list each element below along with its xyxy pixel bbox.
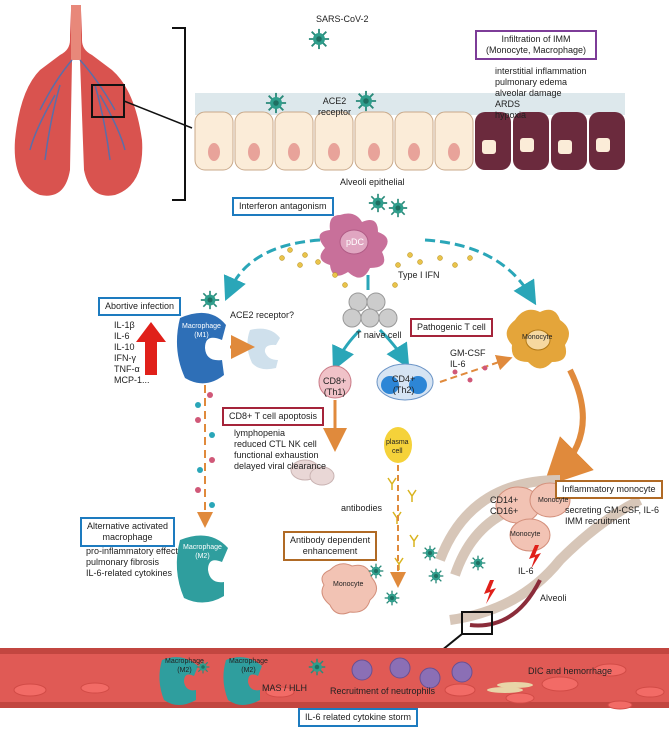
list-item: delayed viral clearance bbox=[234, 461, 327, 471]
gmcsf-line-1: GM-CSF bbox=[450, 348, 486, 358]
list-item: secreting GM-CSF, IL-6 bbox=[565, 505, 660, 515]
plasma-line-2: cell bbox=[392, 448, 403, 455]
alveoli-label: Alveoli bbox=[540, 593, 567, 603]
lungs-illustration bbox=[14, 5, 193, 196]
macrophage-m1 bbox=[176, 312, 226, 384]
list-item: functional exhaustion bbox=[234, 450, 319, 460]
interferon-antagonism-box: Interferon antagonism bbox=[232, 197, 334, 216]
alternative-macrophage-box: Alternative activated macrophage bbox=[80, 517, 176, 547]
pathogenic-t-cell-box: Pathogenic T cell bbox=[410, 318, 493, 337]
plasma-line-1: plasma bbox=[386, 439, 409, 446]
neutrophils-label: Recruitment of neutrophils bbox=[330, 686, 436, 696]
t-naive-label: T naive cell bbox=[356, 330, 402, 340]
ade-box: Antibody dependent enhancement bbox=[283, 531, 378, 561]
imm-box-line-2: (Monocyte, Macrophage) bbox=[485, 45, 587, 55]
macro-small-2-line-2: (M2) bbox=[241, 667, 256, 674]
epithelium-label: Alveoli epithelial bbox=[340, 177, 405, 187]
list-item: MCP-1... bbox=[114, 375, 150, 385]
cytokine-list: IL-1β IL-6 IL-10 IFN-γ TNF-α MCP-1... bbox=[114, 320, 150, 386]
monocyte-label-a: Monocyte bbox=[538, 497, 569, 504]
list-item: reduced CTL NK cell bbox=[234, 439, 317, 449]
list-item: pulmonary edema bbox=[495, 77, 568, 87]
list-item: alveolar damage bbox=[495, 88, 562, 98]
red-up-arrow bbox=[136, 322, 166, 375]
cd8-cell bbox=[318, 365, 352, 399]
macrophage-small-label-2: Macrophage (M2) bbox=[229, 657, 268, 675]
alt-box-line-1: Alternative activated bbox=[87, 521, 169, 531]
macrophage-m2 bbox=[176, 535, 228, 603]
list-item: lymphopenia bbox=[234, 428, 286, 438]
list-item: IL-1β bbox=[114, 320, 135, 330]
list-item: pulmonary fibrosis bbox=[86, 557, 160, 567]
antibodies-label: antibodies bbox=[341, 503, 383, 513]
t-naive-cells bbox=[342, 292, 398, 328]
ace2-receptor-label: ACE2 receptor bbox=[318, 96, 351, 118]
alt-box-line-2: macrophage bbox=[102, 532, 153, 542]
macro-small-1-line-2: (M2) bbox=[177, 667, 192, 674]
ade-box-line-1: Antibody dependent bbox=[290, 535, 371, 545]
macrophage-m2-label: Macrophage (M2) bbox=[183, 543, 222, 561]
m2-line-1: Macrophage bbox=[183, 544, 222, 551]
list-item: interstitial inflammation bbox=[495, 66, 587, 76]
cd4-line-2: (Th2) bbox=[392, 385, 415, 395]
monocyte-label: Monocyte bbox=[522, 334, 553, 341]
list-item: hypoxia bbox=[495, 110, 527, 120]
list-item: IMM recruitment bbox=[565, 516, 631, 526]
imm-infiltration-box: Infiltration of IMM (Monocyte, Macrophag… bbox=[475, 30, 597, 60]
list-item: IL-6-related cytokines bbox=[86, 568, 173, 578]
gmcsf-label: GM-CSF IL-6 bbox=[450, 348, 486, 370]
list-item: ARDS bbox=[495, 99, 521, 109]
sars-cov-2-label: SARS-CoV-2 bbox=[316, 14, 369, 24]
cytokine-storm-box: IL-6 related cytokine storm bbox=[298, 708, 419, 727]
inflammatory-monocyte-box: Inflammatory monocyte bbox=[555, 480, 663, 499]
cd8-label: CD8+ (Th1) bbox=[323, 376, 346, 398]
imm-effects-list: interstitial inflammation pulmonary edem… bbox=[495, 66, 587, 121]
abortive-infection-box: Abortive infection bbox=[98, 297, 182, 316]
plasma-cell bbox=[384, 427, 412, 463]
list-item: IL-6 bbox=[114, 331, 130, 341]
type1-ifn-label: Type I IFN bbox=[398, 270, 440, 280]
list-item: TNF-α bbox=[114, 364, 140, 374]
cd8-line-1: CD8+ bbox=[323, 376, 347, 386]
list-item: pro-inflammatory effect bbox=[86, 546, 178, 556]
ace2-question-label: ACE2 receptor? bbox=[230, 310, 295, 320]
dic-label: DIC and hemorrhage bbox=[528, 666, 613, 676]
cd8-line-2: (Th1) bbox=[323, 387, 346, 397]
macrophage-small-label-1: Macrophage (M2) bbox=[165, 657, 204, 675]
ace2-line-1: ACE2 bbox=[322, 96, 347, 106]
alt-effects-list: pro-inflammatory effect pulmonary fibros… bbox=[86, 546, 178, 579]
m1-line-2: (M1) bbox=[194, 332, 209, 339]
il6-label: IL-6 bbox=[518, 566, 534, 576]
plasma-cell-label: plasma cell bbox=[386, 438, 409, 456]
list-item: IL-10 bbox=[114, 342, 135, 352]
imm-box-line-1: Infiltration of IMM bbox=[501, 34, 571, 44]
monocyte-label-b: Monocyte bbox=[510, 531, 541, 538]
cd8-effects-list: lymphopenia reduced CTL NK cell function… bbox=[234, 428, 326, 472]
epithelial-cells bbox=[194, 111, 625, 171]
gmcsf-line-2: IL-6 bbox=[450, 359, 466, 369]
monocyte-ade-label: Monocyte bbox=[333, 581, 364, 588]
ade-box-line-2: enhancement bbox=[302, 546, 358, 556]
m2-line-2: (M2) bbox=[195, 553, 210, 560]
cd14-line-1: CD14+ bbox=[490, 495, 519, 505]
monocyte-ade bbox=[321, 563, 377, 615]
macrophage-m1-label: Macrophage (M1) bbox=[182, 322, 221, 340]
ace2-line-2: receptor bbox=[318, 107, 352, 117]
macro-small-2-line-1: Macrophage bbox=[229, 658, 268, 665]
list-item: IFN-γ bbox=[114, 353, 136, 363]
cd4-label: CD4+ (Th2) bbox=[392, 374, 415, 396]
m1-line-1: Macrophage bbox=[182, 323, 221, 330]
inflammatory-effects-list: secreting GM-CSF, IL-6 IMM recruitment bbox=[565, 505, 659, 527]
cd14-cd16-label: CD14+ CD16+ bbox=[490, 495, 518, 517]
pdc-label: pDC bbox=[346, 237, 365, 247]
cd14-line-2: CD16+ bbox=[490, 506, 519, 516]
macro-small-1-line-1: Macrophage bbox=[165, 658, 204, 665]
cd4-line-1: CD4+ bbox=[392, 374, 416, 384]
cd8-apoptosis-box: CD8+ T cell apoptosis bbox=[222, 407, 324, 426]
mas-hlh-label: MAS / HLH bbox=[262, 683, 308, 693]
